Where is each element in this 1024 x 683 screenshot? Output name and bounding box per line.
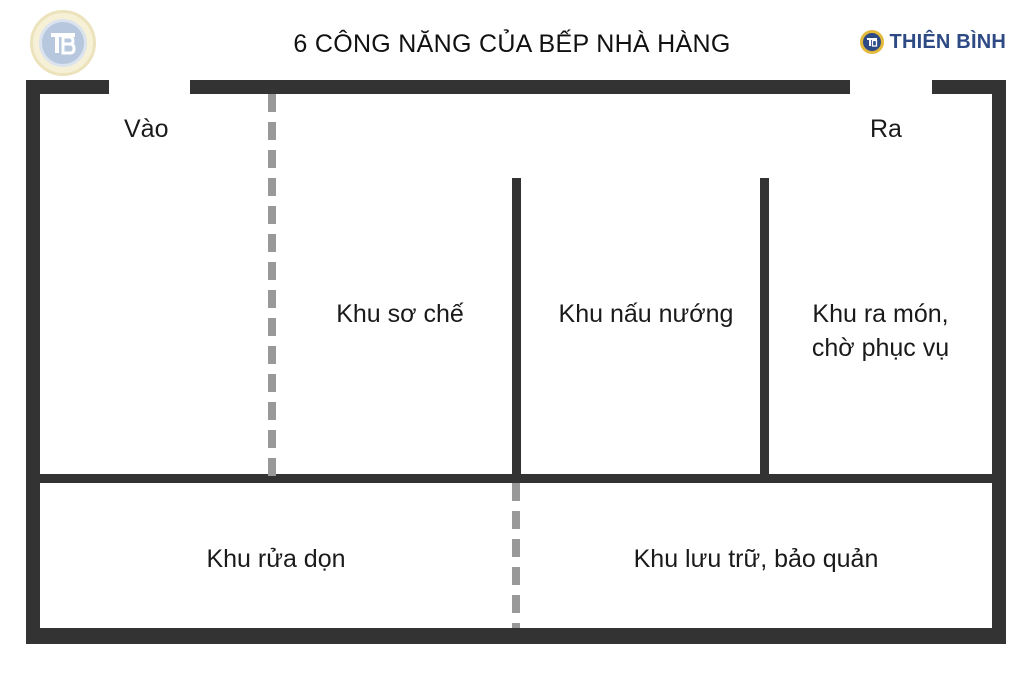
diagram-title: 6 CÔNG NĂNG CỦA BẾP NHÀ HÀNG [293,30,731,58]
zone-serving-label: Khu ra món, chờ phục vụ [769,297,992,365]
partition-prep-cooking [512,178,521,478]
dashed-partition-entry [268,94,276,476]
right-outer-wall [992,80,1006,644]
horizontal-divider-wall [26,474,1006,483]
bottom-outer-wall [26,628,1006,644]
exit-door-label: Ra [870,115,902,143]
zone-serving-line1: Khu ra món, [812,300,949,328]
dashed-partition-bottom [512,483,520,628]
tb-monogram-icon [51,33,76,55]
company-logo [30,10,96,76]
entry-door-label: Vào [124,115,169,143]
zone-cooking-label: Khu nấu nướng [558,300,734,328]
zone-prep-label: Khu sơ chế [336,300,464,328]
partition-cooking-serving [760,178,769,478]
top-wall-right-segment [932,80,1006,94]
brand-name: THIÊN BÌNH [889,30,1006,53]
left-outer-wall [26,80,40,644]
top-wall-middle-segment [190,80,850,94]
top-wall-left-segment [26,80,109,94]
brand-badge-icon [859,30,884,54]
zone-washing-label: Khu rửa dọn [206,545,346,573]
brand-logo: THIÊN BÌNH [859,28,1006,56]
zone-storage-label: Khu lưu trữ, bảo quản [633,545,879,573]
tb-small-monogram-icon [866,38,877,47]
zone-serving-line2: chờ phục vụ [811,334,950,362]
